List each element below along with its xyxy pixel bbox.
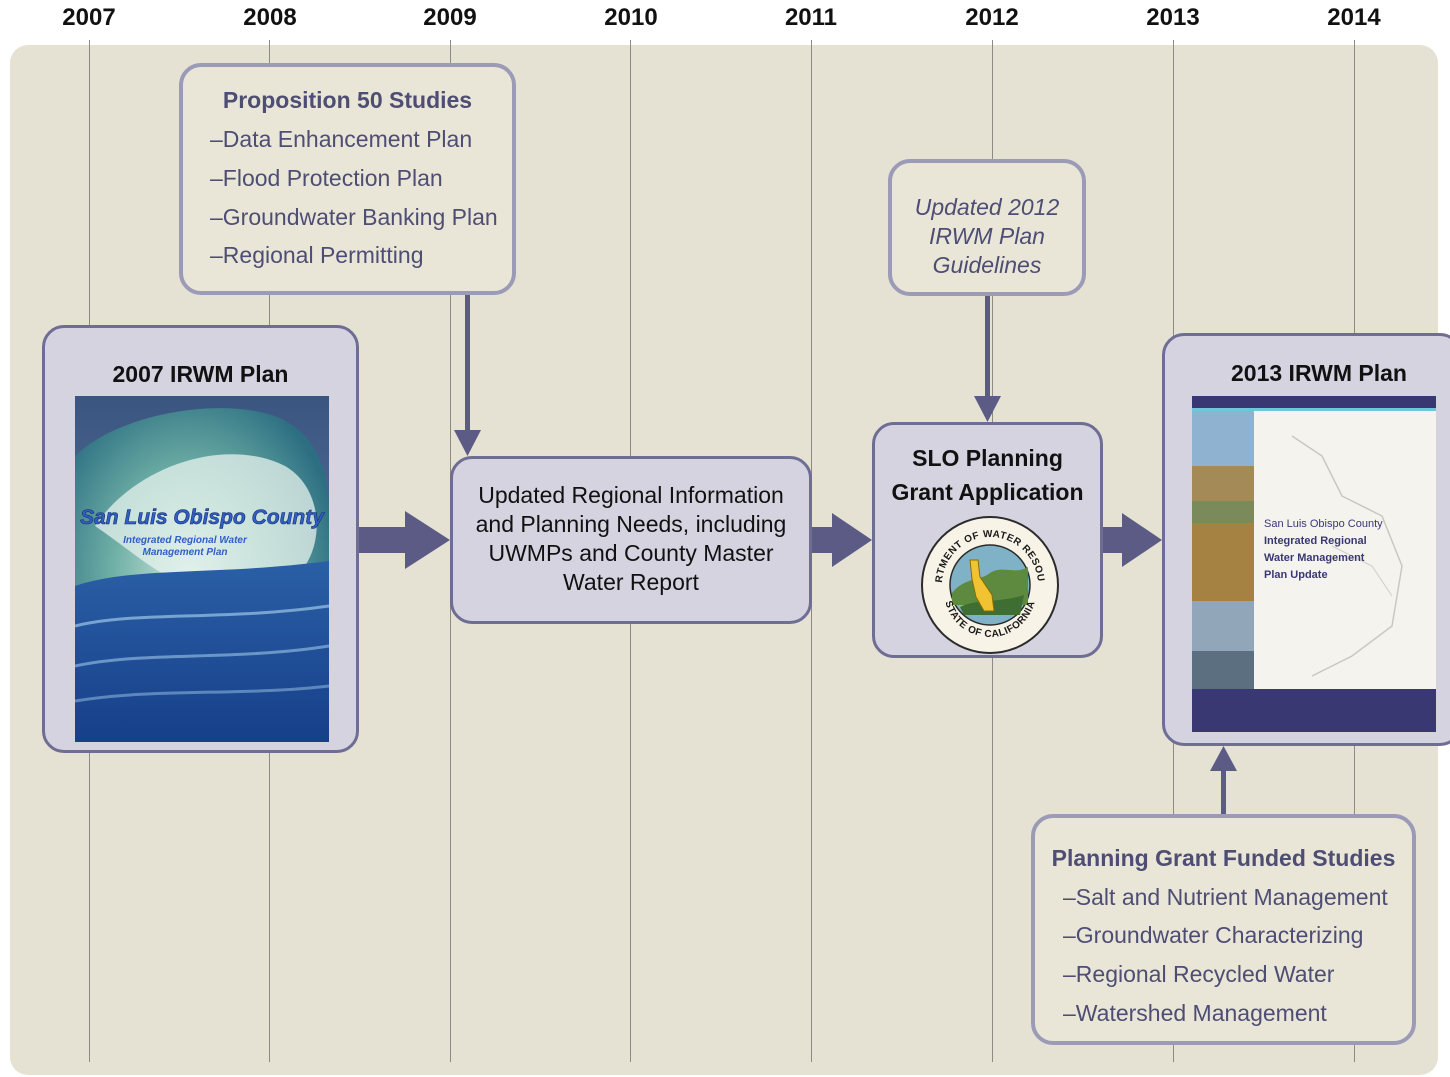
arrow-stem: [1221, 765, 1226, 815]
dwr-seal: DEPARTMENT OF WATER RESOURCES STATE OF C…: [920, 515, 1059, 654]
plan-2007-box: 2007 IRWM Plan: [42, 325, 359, 753]
arrow-head-up: [1210, 746, 1237, 771]
updated-info-line: and Planning Needs, including: [475, 511, 787, 537]
arrow-head-down: [454, 430, 481, 456]
slo-grant-title: SLO Planning Grant Application: [875, 441, 1100, 509]
year-label: 2014: [1327, 4, 1381, 31]
arrow-right: [1102, 513, 1162, 567]
year-label: 2011: [784, 4, 838, 31]
arrow-stem: [985, 294, 990, 400]
guidelines-line: Updated 2012: [914, 194, 1060, 220]
guidelines-line: IRWM Plan: [929, 223, 1045, 249]
slo-grant-box: SLO Planning Grant Application DEPARTMEN…: [872, 422, 1103, 658]
plan-2013-cover-line: Integrated Regional: [1264, 535, 1367, 547]
plan-2013-cover-line: Water Management: [1264, 552, 1365, 564]
year-label: 2013: [1146, 4, 1200, 31]
updated-info-line: Water Report: [563, 569, 699, 595]
slo-grant-title-line: Grant Application: [891, 479, 1084, 505]
prop50-item: –Flood Protection Plan: [210, 165, 443, 191]
plan-2007-title: 2007 IRWM Plan: [112, 361, 289, 387]
prop50-item: –Data Enhancement Plan: [210, 126, 473, 152]
updated-info-line: Updated Regional Information: [478, 482, 784, 508]
updated-info-text: Updated Regional Information and Plannin…: [453, 481, 809, 597]
prop50-item: –Groundwater Banking Plan: [210, 204, 498, 230]
year-label: 2010: [604, 4, 658, 31]
guidelines-box: Updated 2012 IRWM Plan Guidelines: [888, 159, 1086, 296]
arrow-head-down: [974, 396, 1001, 422]
updated-info-box: Updated Regional Information and Plannin…: [450, 456, 812, 624]
plan-2013-cover: San Luis Obispo County Integrated Region…: [1192, 396, 1436, 732]
plan-2007-cover-subtitle: Integrated Regional Water: [123, 535, 248, 546]
plan-2013-cover-line: Plan Update: [1264, 569, 1328, 581]
grant-studies-item: –Regional Recycled Water: [1063, 961, 1335, 987]
grant-studies-box: Planning Grant Funded Studies –Salt and …: [1031, 814, 1416, 1045]
grant-studies-item: –Watershed Management: [1063, 1000, 1327, 1026]
plan-2007-cover-subtitle: Management Plan: [142, 547, 227, 558]
arrow-right: [810, 513, 872, 567]
prop50-title: Proposition 50 Studies: [222, 87, 473, 113]
year-label: 2007: [62, 4, 116, 31]
arrow-stem: [465, 294, 470, 434]
year-label: 2012: [965, 4, 1019, 31]
year-label: 2009: [423, 4, 477, 31]
guidelines-text: Updated 2012 IRWM Plan Guidelines: [892, 193, 1082, 280]
plan-2013-title: 2013 IRWM Plan: [1231, 360, 1407, 386]
plan-2007-cover: San Luis Obispo County Integrated Region…: [75, 396, 329, 742]
plan-2013-cover-county: San Luis Obispo County: [1264, 518, 1383, 530]
plan-2013-box: 2013 IRWM Plan San Luis Obispo County In…: [1162, 333, 1450, 746]
guidelines-line: Guidelines: [932, 252, 1042, 278]
plan-2013-cover-image: San Luis Obispo County Integrated Region…: [1192, 396, 1436, 732]
prop50-item: –Regional Permitting: [210, 242, 424, 268]
year-axis: 2007 2008 2009 2010 2011 2012 2013 2014: [0, 0, 1450, 40]
grant-studies-title: Planning Grant Funded Studies: [1051, 845, 1396, 871]
updated-info-line: UWMPs and County Master: [488, 540, 774, 566]
wave-image: San Luis Obispo County Integrated Region…: [75, 396, 329, 742]
year-label: 2008: [243, 4, 297, 31]
prop50-studies-box: Proposition 50 Studies –Data Enhancement…: [179, 63, 516, 295]
plan-2007-cover-title: San Luis Obispo County: [80, 506, 325, 529]
slo-grant-title-line: SLO Planning: [912, 445, 1063, 471]
arrow-right: [356, 511, 450, 569]
grant-studies-item: –Salt and Nutrient Management: [1063, 884, 1388, 910]
grant-studies-item: –Groundwater Characterizing: [1063, 922, 1364, 948]
